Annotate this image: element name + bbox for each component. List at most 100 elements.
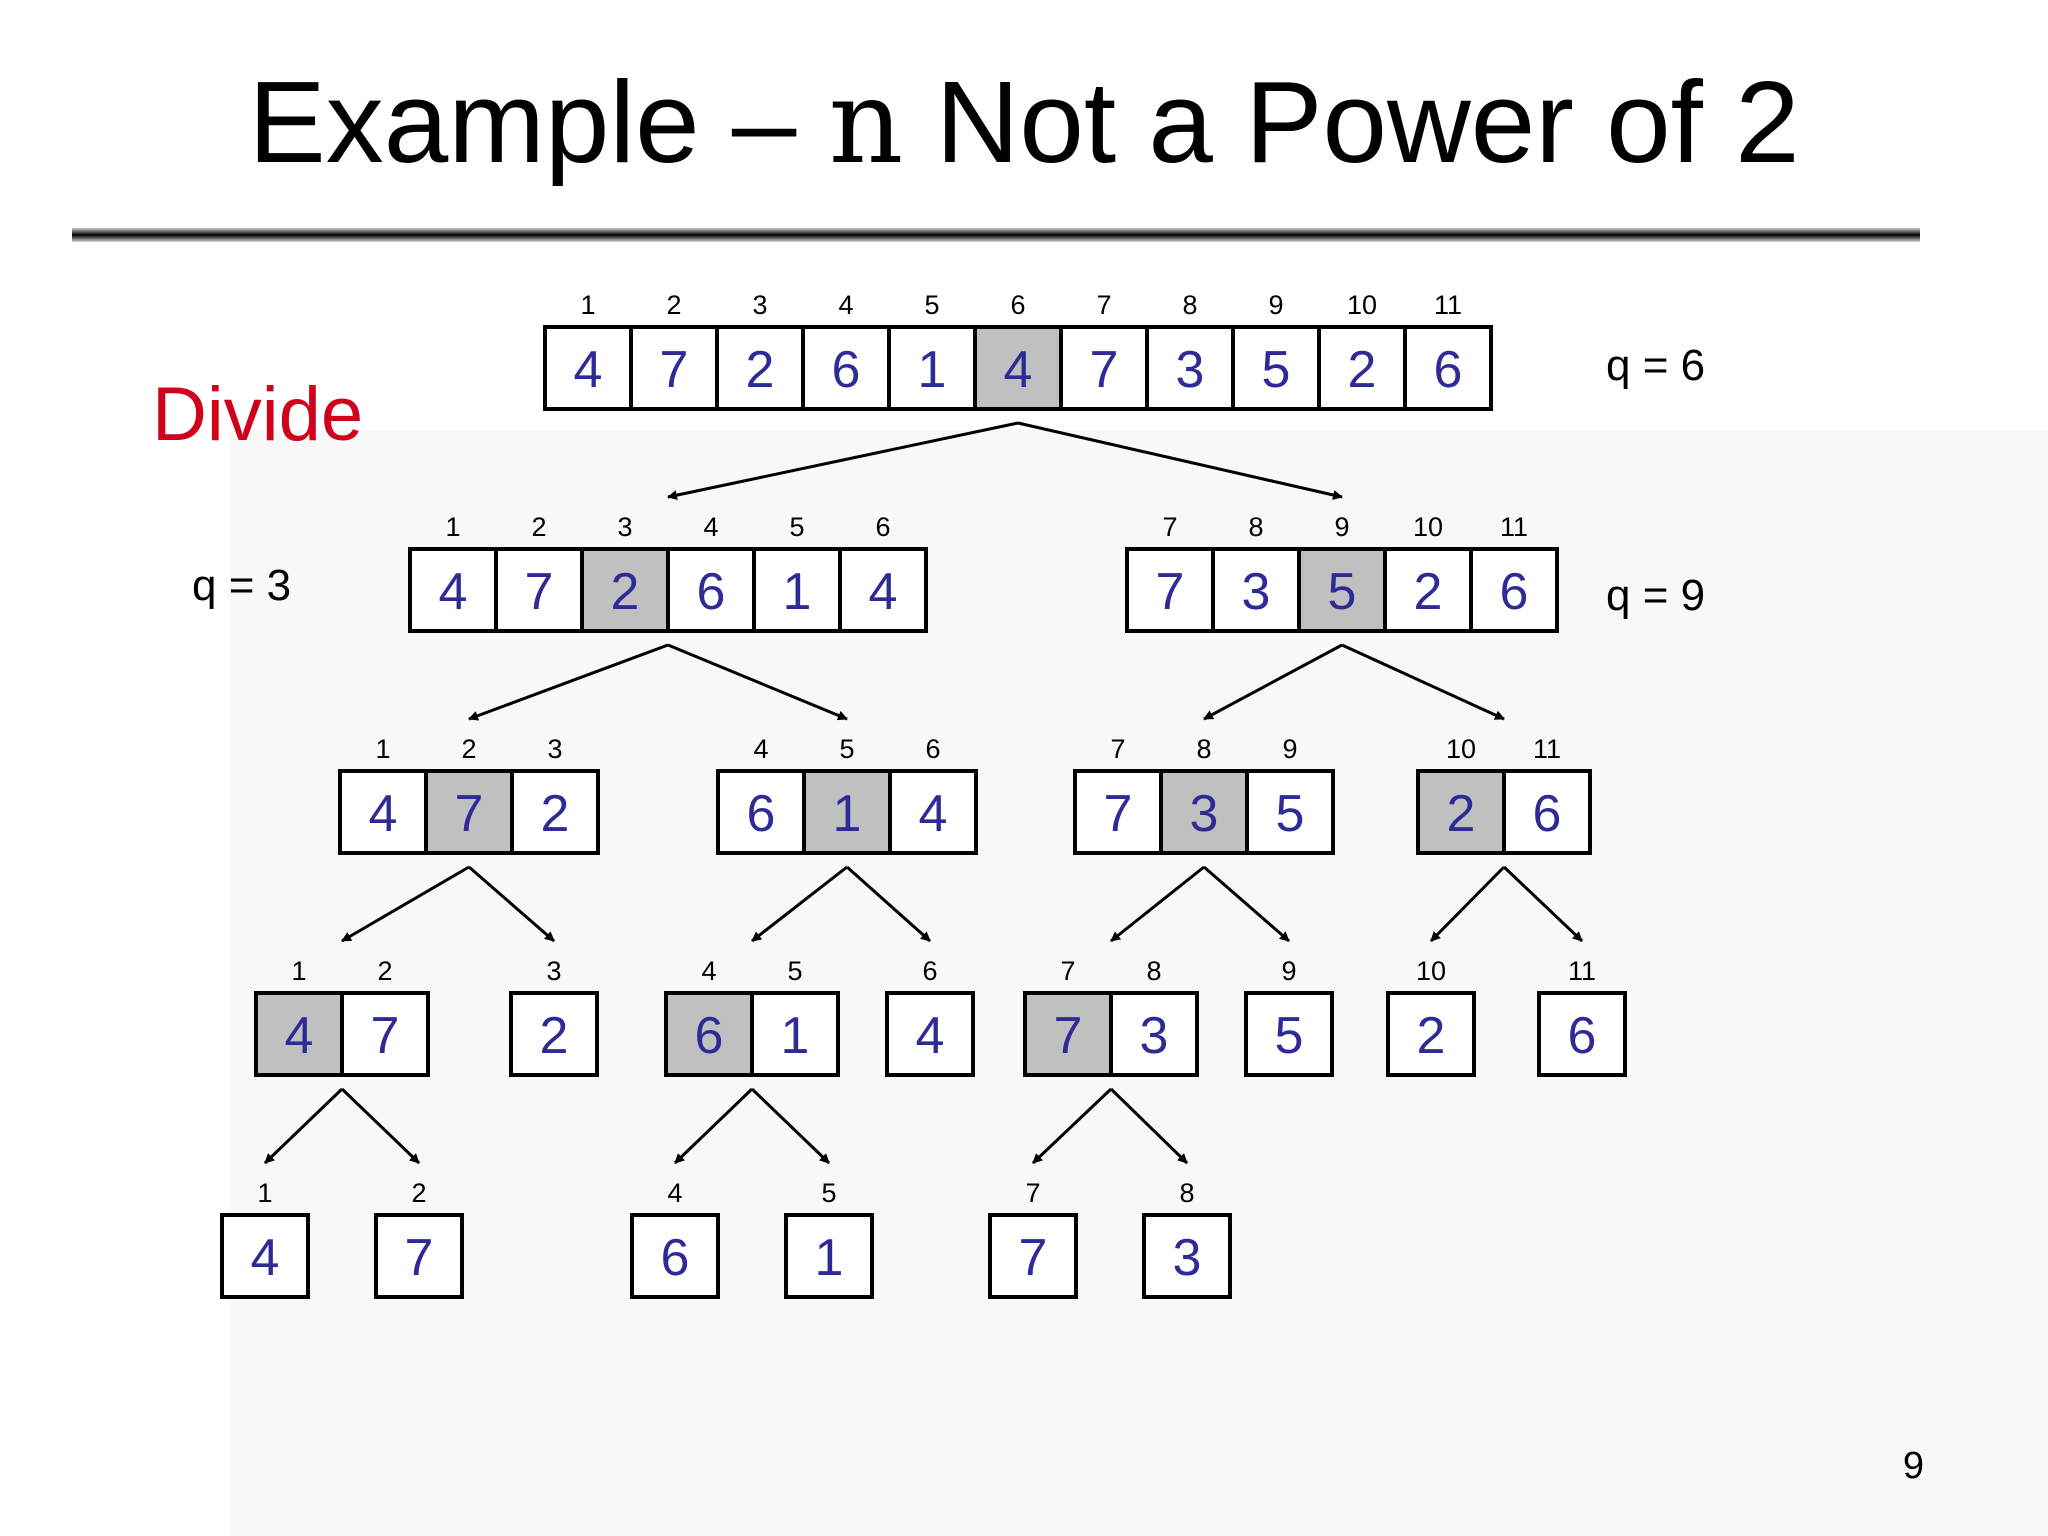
index-label: 5 — [924, 290, 939, 320]
array-cell — [1109, 991, 1199, 1077]
index-label: 7 — [1025, 1178, 1040, 1208]
index-label: 11 — [1533, 734, 1561, 764]
index-label: 6 — [925, 734, 940, 764]
pivot-cell — [973, 325, 1063, 411]
cell-value: 6 — [661, 1229, 690, 1287]
tree-arrow — [751, 865, 848, 943]
cell-value: 6 — [1500, 563, 1529, 621]
divide-label: Divide — [152, 372, 364, 457]
index-label: 5 — [789, 512, 804, 542]
subarray-node: 210 — [1386, 956, 1476, 1077]
cell-value: 6 — [697, 563, 726, 621]
pivot-cell — [254, 991, 344, 1077]
cell-value: 1 — [815, 1229, 844, 1287]
tree-arrow — [667, 643, 848, 721]
array-cell — [1386, 991, 1476, 1077]
array-cell — [888, 769, 978, 855]
subarray-node: 64 — [630, 1178, 720, 1299]
cell-value: 7 — [525, 563, 554, 621]
cell-value: 2 — [611, 563, 640, 621]
array-cell — [1502, 769, 1592, 855]
cell-value: 5 — [1275, 1007, 1304, 1065]
pivot-cell — [1159, 769, 1249, 855]
index-label: 3 — [547, 734, 562, 764]
index-label: 5 — [787, 956, 802, 986]
cell-value: 4 — [285, 1007, 314, 1065]
index-label: 1 — [291, 956, 306, 986]
pivot-cell — [802, 769, 892, 855]
index-label: 7 — [1096, 290, 1111, 320]
array-cell — [494, 547, 584, 633]
array-cell — [1125, 547, 1215, 633]
array-cell — [374, 1213, 464, 1299]
q-label-root: q = 6 — [1606, 341, 1706, 390]
cell-value: 1 — [783, 563, 812, 621]
index-label: 4 — [667, 1178, 682, 1208]
cell-value: 5 — [1276, 785, 1305, 843]
subarray-node: 72 — [374, 1178, 464, 1299]
index-label: 7 — [1162, 512, 1177, 542]
cell-value: 3 — [1242, 563, 1271, 621]
tree-arrow — [1341, 643, 1505, 721]
array-cell — [1073, 769, 1163, 855]
cell-value: 6 — [747, 785, 776, 843]
array-cell — [220, 1213, 310, 1299]
array-cell — [510, 769, 600, 855]
cell-value: 7 — [660, 341, 689, 399]
cell-value: 3 — [1176, 341, 1205, 399]
array-cell — [715, 325, 805, 411]
subarray-node: 38 — [1142, 1178, 1232, 1299]
tree-arrow — [263, 1087, 344, 1165]
array-cell — [1383, 547, 1473, 633]
cell-value: 7 — [1090, 341, 1119, 399]
cell-value: 6 — [832, 341, 861, 399]
index-label: 4 — [753, 734, 768, 764]
array-cell — [750, 991, 840, 1077]
cell-value: 4 — [869, 563, 898, 621]
index-label: 7 — [1060, 956, 1075, 986]
tree-arrow — [1203, 643, 1343, 721]
index-label: 2 — [411, 1178, 426, 1208]
q-label-right: q = 9 — [1606, 571, 1706, 620]
index-label: 1 — [580, 290, 595, 320]
cell-value: 2 — [1348, 341, 1377, 399]
cell-value: 4 — [439, 563, 468, 621]
cell-value: 4 — [1004, 341, 1033, 399]
tree-arrow — [1109, 1087, 1189, 1165]
index-label: 9 — [1334, 512, 1349, 542]
subarray-node: 611 — [1537, 956, 1627, 1077]
index-label: 11 — [1434, 290, 1462, 320]
tree-arrow — [750, 1087, 831, 1165]
cell-value: 4 — [251, 1229, 280, 1287]
array-cell — [1469, 547, 1559, 633]
index-label: 9 — [1282, 734, 1297, 764]
index-label: 3 — [546, 956, 561, 986]
array-cell — [752, 547, 842, 633]
array-cell — [1145, 325, 1235, 411]
cell-value: 5 — [1328, 563, 1357, 621]
pivot-cell — [1416, 769, 1506, 855]
cell-value: 2 — [1447, 785, 1476, 843]
slide-title: Example – n Not a Power of 2 — [0, 52, 2048, 193]
index-label: 10 — [1413, 512, 1443, 542]
cell-value: 7 — [1019, 1229, 1048, 1287]
cell-value: 4 — [574, 341, 603, 399]
subarray-node: 15 — [784, 1178, 874, 1299]
array-cell — [1537, 991, 1627, 1077]
index-label: 11 — [1568, 956, 1596, 986]
cell-value: 7 — [1054, 1007, 1083, 1065]
tree-arrow — [468, 865, 555, 943]
index-label: 2 — [377, 956, 392, 986]
index-label: 4 — [701, 956, 716, 986]
title-divider-rule — [72, 228, 1920, 242]
tree-arrow — [1110, 865, 1205, 943]
array-cell — [1142, 1213, 1232, 1299]
tree-arrow — [846, 865, 931, 943]
index-label: 3 — [752, 290, 767, 320]
